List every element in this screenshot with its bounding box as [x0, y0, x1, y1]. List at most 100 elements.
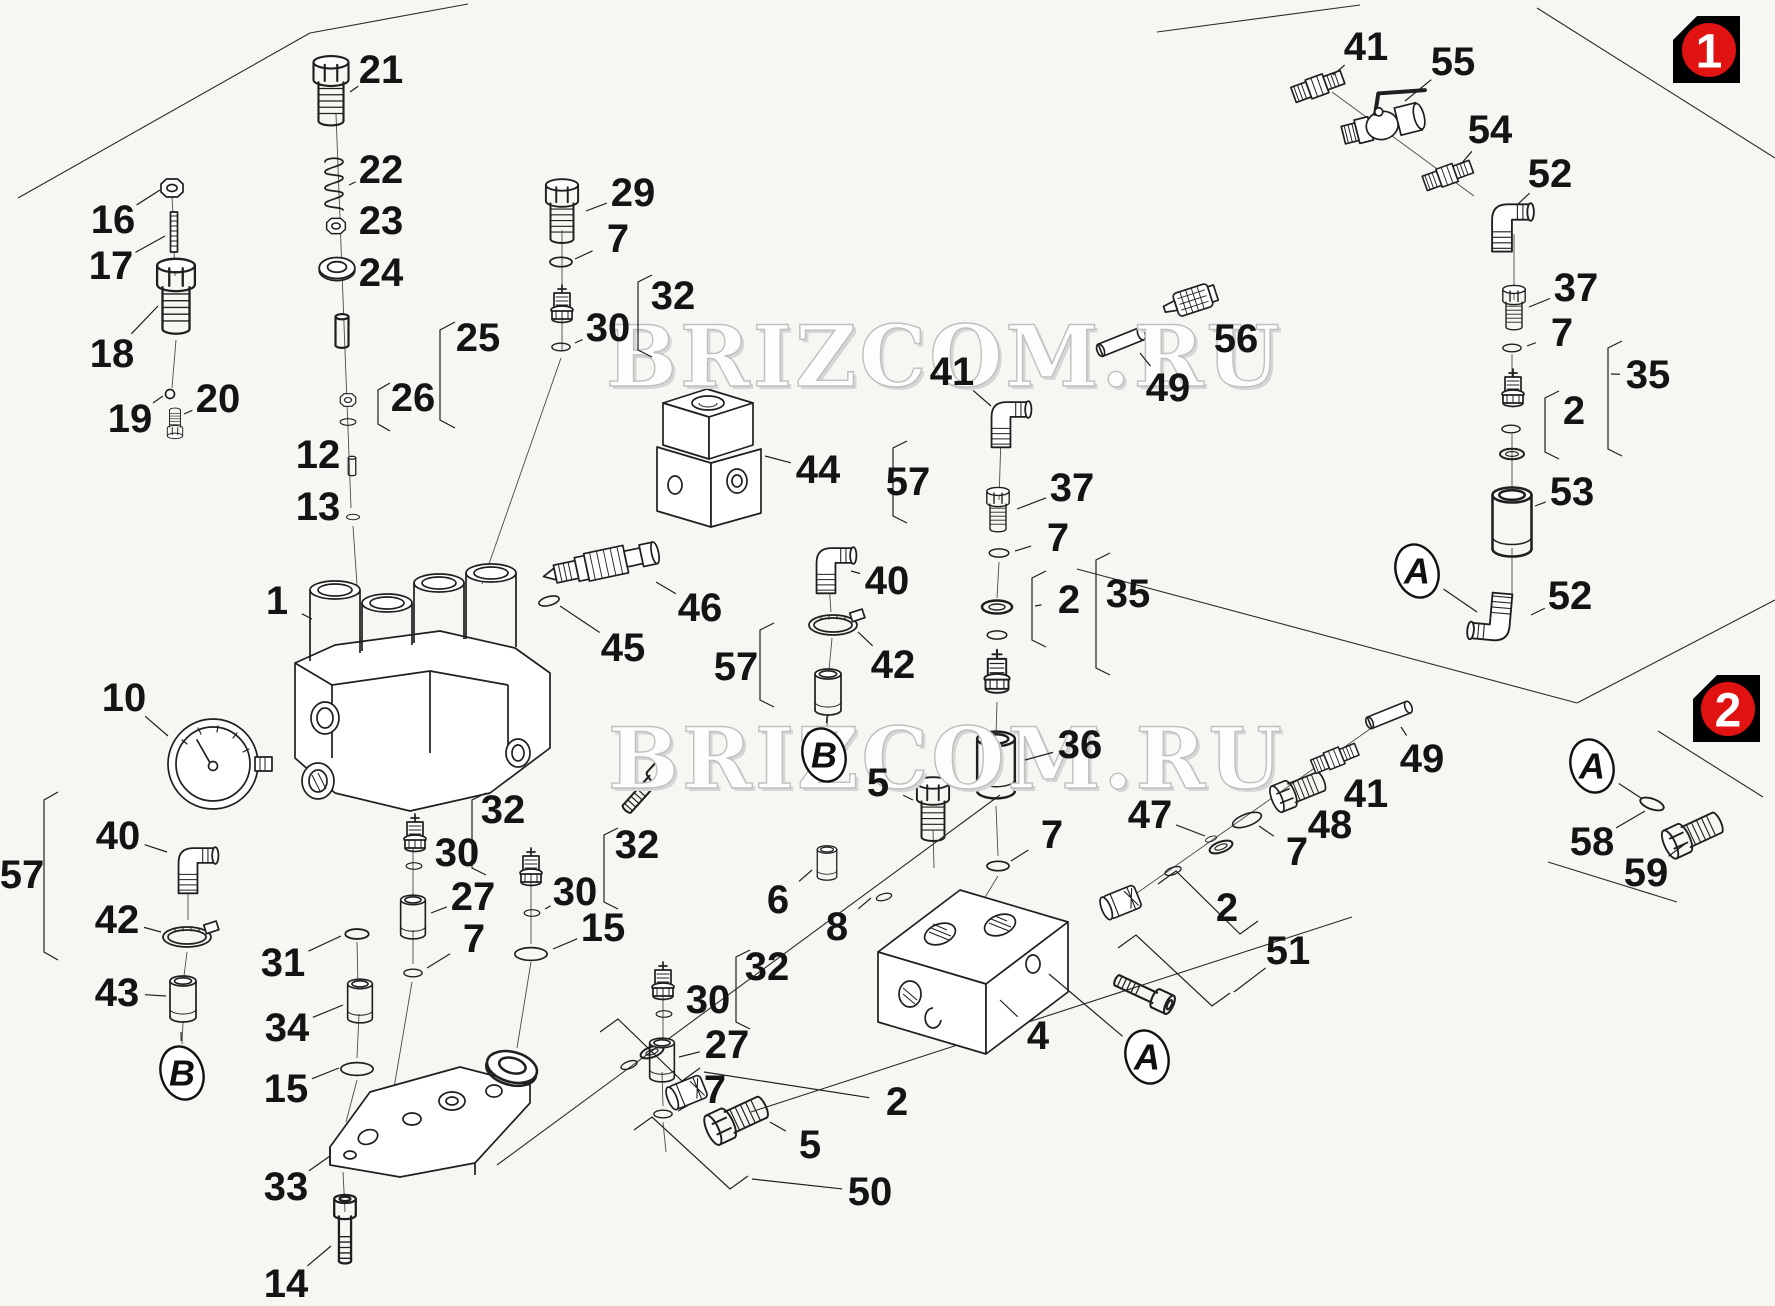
- leader-line: [1404, 79, 1432, 102]
- part-number-label: 7: [1041, 813, 1063, 857]
- construction-line: [1536, 7, 1775, 159]
- group-bracket: [43, 791, 59, 961]
- part-stud: [169, 211, 179, 253]
- part-number-label: 58: [1570, 820, 1615, 864]
- part-capring: [980, 599, 1014, 615]
- part-number-label: 40: [865, 559, 910, 603]
- part-clamp: [808, 608, 866, 636]
- view-marker-oval: [1394, 543, 1440, 599]
- leader-line: [143, 926, 162, 933]
- part-elbow: [1465, 589, 1514, 644]
- part-pin: [334, 312, 350, 350]
- part-number-label: 46: [678, 586, 723, 630]
- part-oring: [1637, 793, 1667, 815]
- centerline: [171, 339, 177, 389]
- leader-line: [144, 844, 168, 853]
- part-number-label: 21: [359, 48, 404, 92]
- leader-line: [311, 1067, 340, 1080]
- leader-line: [1526, 342, 1536, 347]
- part-number-label: 30: [553, 870, 598, 914]
- leader-line: [552, 938, 578, 950]
- leader-line: [972, 389, 992, 407]
- view-marker-oval: [801, 727, 847, 783]
- badge-circle: [1701, 682, 1755, 736]
- part-number-label: 2: [886, 1080, 908, 1124]
- part-hexplug: [986, 486, 1010, 533]
- part-pump-manifold: [294, 563, 551, 812]
- part-cylsleeve: [169, 975, 197, 1023]
- part-oring: [988, 548, 1010, 558]
- centerline: [996, 561, 1000, 599]
- centerline: [352, 525, 358, 586]
- group-bracket: [603, 827, 619, 910]
- leader-line: [1010, 849, 1029, 862]
- badge-number: 2: [1715, 685, 1742, 738]
- part-oring: [653, 1109, 673, 1119]
- part-smallnut: [160, 178, 184, 198]
- leader-line: [144, 994, 167, 997]
- construction-line: [1156, 4, 1361, 33]
- part-clamp: [162, 920, 220, 948]
- centerline: [828, 637, 833, 671]
- part-hexplug: [1502, 284, 1526, 331]
- part-oring: [551, 342, 571, 352]
- section-badges: 12: [1673, 16, 1760, 742]
- leader-line: [152, 395, 164, 404]
- part-number-label: 2: [1058, 578, 1080, 622]
- part-number-label: 33: [264, 1165, 309, 1209]
- part-oring: [537, 593, 561, 609]
- part-outlet-manifold-block: [877, 889, 1069, 1055]
- leader-line: [183, 409, 193, 415]
- group-bracket: [1607, 340, 1623, 457]
- leader-line: [308, 1155, 331, 1172]
- part-number-label: 36: [1058, 723, 1103, 767]
- part-ballvalve: [1333, 80, 1437, 151]
- part-number-label: 15: [264, 1067, 309, 1111]
- part-number-label: 17: [89, 244, 134, 288]
- part-hexplug: [1657, 806, 1728, 862]
- leader-line: [1530, 607, 1546, 616]
- part-number-label: 48: [1308, 803, 1353, 847]
- part-number-label: 5: [867, 761, 889, 805]
- part-number-label: 30: [435, 831, 480, 875]
- leader-line: [999, 999, 1019, 1018]
- leader-line: [1534, 501, 1547, 507]
- part-number-label: 6: [767, 878, 789, 922]
- centerline: [932, 829, 935, 869]
- centerline: [661, 1071, 664, 1107]
- part-spring: [324, 157, 344, 211]
- leader-line: [1516, 192, 1531, 206]
- part-number-label: 56: [1214, 317, 1259, 361]
- part-hexplug: [312, 54, 350, 127]
- group-bracket: [759, 622, 775, 708]
- leader-line: [574, 339, 583, 344]
- part-ball: [164, 388, 176, 400]
- part-number-label: 26: [391, 376, 436, 420]
- part-number-label: 27: [451, 875, 496, 919]
- part-number-label: 34: [265, 1006, 310, 1050]
- group-bracket: [471, 792, 487, 876]
- part-hexplug: [155, 257, 197, 335]
- part-oring: [523, 909, 541, 917]
- part-smallnut: [339, 393, 357, 407]
- view-marker-oval: [1124, 1029, 1170, 1085]
- part-cylsleeve: [816, 845, 838, 881]
- centerline: [356, 1013, 360, 1059]
- leader-line: [1233, 967, 1267, 993]
- part-number-label: 57: [714, 645, 759, 689]
- part-number-label: 32: [481, 788, 526, 832]
- part-number-label: 4: [1027, 1014, 1050, 1058]
- part-ringnut: [318, 256, 356, 282]
- part-number-label: 16: [91, 198, 136, 242]
- part-number-label: 41: [930, 350, 975, 394]
- part-number-label: 54: [1468, 108, 1513, 152]
- part-mounting-bracket: [329, 1066, 531, 1178]
- part-number-label: 7: [1047, 516, 1069, 560]
- part-number-label: 49: [1146, 366, 1191, 410]
- leader-line: [655, 581, 677, 595]
- leader-line: [1668, 843, 1686, 857]
- part-oring: [405, 862, 423, 870]
- part-number-label: 13: [296, 485, 341, 529]
